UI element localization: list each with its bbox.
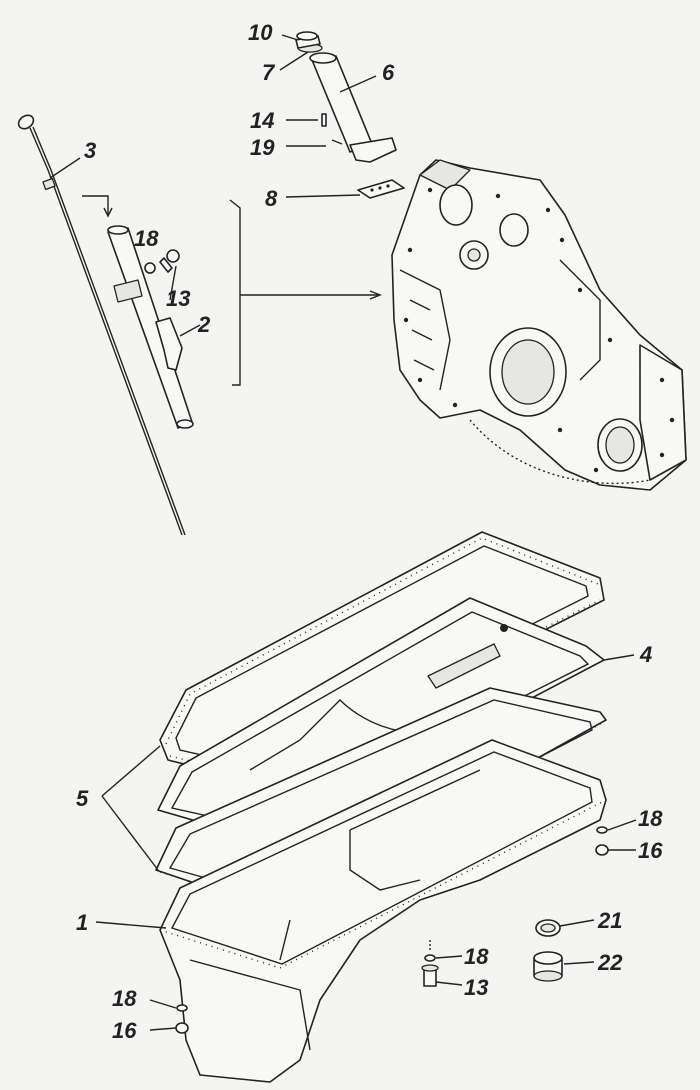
- nuts-right: [595, 826, 609, 856]
- callout-16-left: 16: [112, 1018, 137, 1043]
- callout-14: 14: [250, 108, 274, 133]
- callout-18-right: 18: [638, 806, 663, 831]
- callout-3: 3: [84, 138, 96, 163]
- callout-1: 1: [76, 910, 88, 935]
- callout-18-lower: 18: [464, 944, 489, 969]
- callout-10: 10: [248, 20, 273, 45]
- callout-19: 19: [250, 135, 275, 160]
- callout-16-right: 16: [638, 838, 663, 863]
- callout-13-lower: 13: [464, 975, 488, 1000]
- dipstick: [17, 114, 186, 536]
- assembly-bracket: [229, 199, 382, 386]
- drain-plug-22: [533, 951, 563, 982]
- gasket-8: [357, 179, 405, 199]
- callout-6: 6: [382, 60, 395, 85]
- dipstick-tube: [82, 195, 194, 429]
- leader-lines: [49, 34, 637, 1031]
- washer-21: [535, 919, 561, 937]
- callout-13-upper: 13: [166, 286, 190, 311]
- callout-5: 5: [76, 786, 89, 811]
- callout-7: 7: [262, 60, 276, 85]
- callout-8: 8: [265, 186, 278, 211]
- callout-22: 22: [597, 950, 623, 975]
- oil-pan: [159, 739, 607, 1083]
- callout-2: 2: [197, 312, 211, 337]
- breather-tube: [295, 31, 397, 163]
- bolt-13-washer-18-upper: [144, 249, 180, 274]
- callout-18-left: 18: [112, 986, 137, 1011]
- gear-housing: [391, 159, 687, 491]
- callout-4: 4: [639, 642, 652, 667]
- callout-21: 21: [597, 908, 622, 933]
- callout-18-upper: 18: [134, 226, 159, 251]
- bolt-13-washer-18-lower: [421, 940, 439, 987]
